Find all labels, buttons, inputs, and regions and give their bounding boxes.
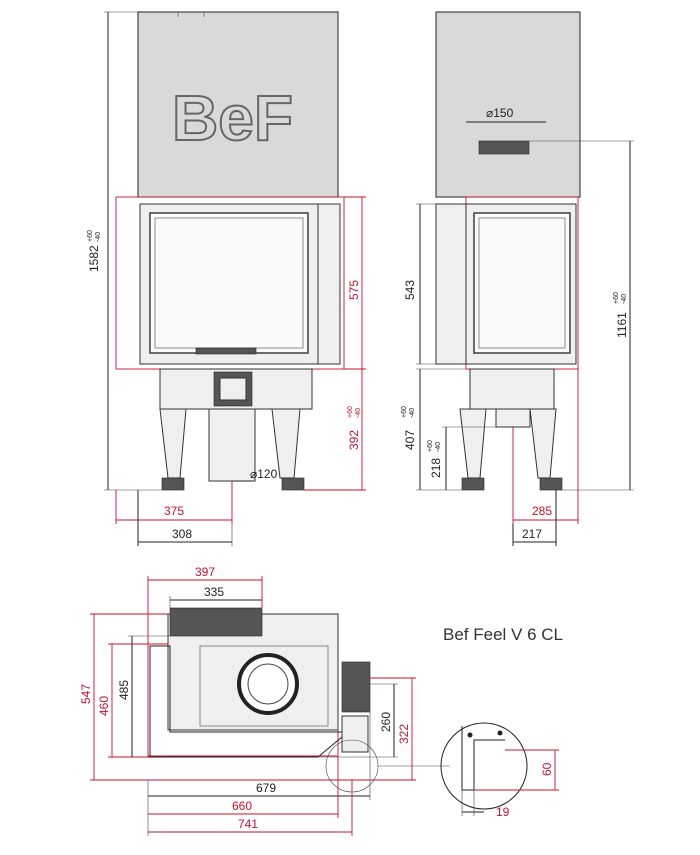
dim-side-width-217: 217 [522, 527, 542, 541]
product-title: Bef Feel V 6 CL [443, 625, 563, 644]
front-top-cladding [137, 11, 339, 198]
svg-text:-40: -40 [409, 408, 416, 418]
dim-total-height: 1582 [87, 245, 101, 272]
side-top-cladding [435, 11, 581, 198]
dim-side-glass-height: 543 [403, 280, 417, 300]
dim-front-base-height: 392 [347, 430, 361, 450]
svg-text:+60: +60 [427, 440, 434, 452]
dim-inlet-height: 218 [429, 458, 443, 478]
side-flue-outlet [478, 140, 530, 155]
dim-top-width-741: 741 [238, 817, 258, 831]
dim-top-depth-260: 260 [379, 712, 393, 732]
dim-top-depth-460: 460 [97, 696, 111, 716]
dim-detail-width-19: 19 [496, 805, 510, 819]
top-view: Bef Feel V 6 CL 397 335 547 460 485 260 … [79, 565, 563, 836]
svg-text:-40: -40 [435, 442, 442, 452]
svg-text:+60: +60 [87, 230, 94, 242]
top-mechanism-left [169, 607, 263, 637]
dim-top-depth-322: 322 [397, 724, 411, 744]
dim-flue-diameter: ⌀150 [486, 106, 514, 120]
svg-text:+60: +60 [347, 406, 354, 418]
dim-side-base-height: 407 [403, 430, 417, 450]
dim-front-width-308: 308 [172, 527, 192, 541]
dim-top-depth-547: 547 [79, 684, 93, 704]
dim-pipe-diameter: ⌀120 [250, 467, 278, 481]
front-glass [149, 212, 309, 354]
svg-text:-40: -40 [95, 232, 102, 242]
dim-flue-height: 1161 [615, 312, 629, 338]
svg-text:-40: -40 [621, 294, 628, 304]
dim-detail-height-60: 60 [540, 762, 554, 776]
dim-side-width-285: 285 [532, 504, 552, 518]
front-leg-left [159, 408, 187, 479]
front-view: BeF 1582 +60 -40 575 392 [87, 11, 366, 546]
svg-text:-40: -40 [355, 408, 362, 418]
detail-circle [440, 722, 528, 810]
side-view: ⌀150 543 1161 +60 -40 407 +60 -40 [401, 11, 634, 546]
svg-text:+60: +60 [401, 406, 408, 418]
dim-top-depth-485: 485 [117, 680, 131, 700]
dim-top-width-335: 335 [204, 585, 224, 599]
bef-logo: BeF [172, 82, 293, 154]
svg-text:+60: +60 [613, 292, 620, 304]
side-glass [473, 212, 571, 354]
detail-view: 60 19 [440, 722, 559, 819]
front-air-pipe [208, 408, 256, 482]
dim-front-glass-height: 575 [347, 280, 361, 300]
dim-top-width-679: 679 [256, 781, 276, 795]
dim-top-width-397: 397 [195, 565, 215, 579]
dim-top-width-660: 660 [232, 799, 252, 813]
top-mechanism-right [341, 661, 371, 713]
dim-front-width-375: 375 [164, 504, 184, 518]
